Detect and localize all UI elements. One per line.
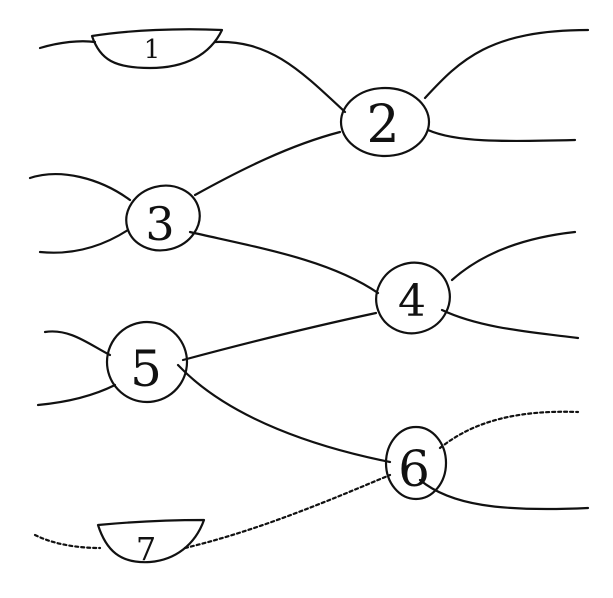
edge-3-2 (193, 130, 342, 197)
strand-right-4a (450, 230, 577, 282)
strand-left-3a (28, 173, 132, 202)
strand-left-1 (38, 40, 97, 50)
strand-left-5a (43, 330, 112, 357)
strand-left-7 (33, 533, 102, 550)
strand-right-4b (440, 308, 580, 340)
node-6: 6 (384, 425, 448, 501)
node-4-label: 4 (398, 276, 426, 327)
node-1: 1 (90, 28, 224, 70)
edges (176, 40, 392, 550)
strand-right-2a (423, 28, 590, 100)
node-3: 3 (125, 184, 201, 252)
node-4-shape (375, 261, 451, 335)
node-1-label: 1 (144, 35, 161, 65)
strand-right-6a (438, 410, 580, 450)
node-4: 4 (375, 261, 451, 335)
edge-1-2 (213, 40, 347, 114)
edge-7-6 (183, 473, 392, 550)
strand-right-2b (426, 128, 577, 143)
node-3-shape (125, 184, 201, 252)
edge-5-4 (181, 311, 378, 362)
node-6-shape (384, 425, 448, 501)
node-5-label: 5 (130, 340, 162, 398)
nodes: 1 2 3 4 5 6 7 (90, 28, 451, 568)
strand-right-6b (418, 478, 590, 511)
edge-3-4 (188, 230, 380, 295)
edge-5-6 (176, 363, 392, 464)
node-2-shape (339, 86, 431, 158)
node-7-shape (96, 518, 206, 564)
strand-left-5b (36, 383, 117, 407)
node-1-shape (90, 28, 224, 70)
node-3-label: 3 (145, 197, 174, 251)
node-2-label: 2 (366, 95, 399, 155)
node-7-label: 7 (136, 530, 156, 568)
strands (28, 28, 590, 550)
node-6-label: 6 (398, 440, 430, 498)
node-7: 7 (96, 518, 206, 568)
node-5-shape (105, 320, 189, 404)
node-5: 5 (105, 320, 189, 404)
strand-left-3b (38, 228, 130, 254)
node-2: 2 (339, 86, 431, 158)
